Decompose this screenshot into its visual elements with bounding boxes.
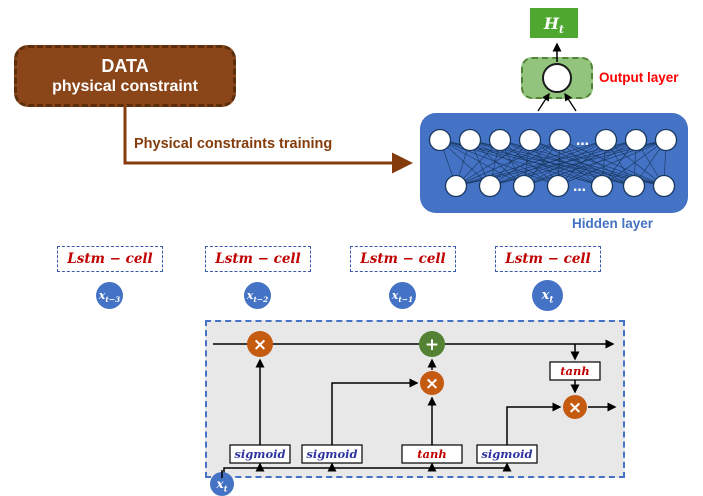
output-layer-box (521, 57, 593, 99)
tanh-top-label: tanh (560, 364, 590, 378)
lstm-cell-label: Lstm − cell (505, 251, 591, 267)
tanh-top-box (549, 361, 601, 381)
data-physical-constraint-box: DATA physical constraint (14, 45, 236, 107)
hidden-layer-ellipsis-top: … (576, 134, 590, 149)
input-node-xt-1: xt−1 (389, 282, 416, 309)
training-arrow-label: Physical constraints training (134, 136, 333, 152)
hidden-layer-network: … … (428, 128, 678, 198)
hidden-layer-ellipsis-bottom: … (573, 180, 587, 195)
multiply-symbol: × (568, 398, 582, 418)
tanh-label-2: tanh (417, 447, 447, 461)
sigmoid-box-1 (229, 444, 291, 464)
lstm-cell-box-2: Lstm − cell (205, 246, 311, 272)
multiply-symbol: × (253, 335, 267, 355)
sigmoid-label-1: sigmoid (234, 447, 285, 461)
multiply-symbol: × (425, 374, 439, 394)
lstm-cell-box-4: Lstm − cell (495, 246, 601, 272)
input-node-xt: xt (532, 280, 563, 311)
lstm-cell-label: Lstm − cell (67, 251, 153, 267)
sigmoid-label-2: sigmoid (306, 447, 357, 461)
h-output-label: Ht (543, 13, 565, 36)
lstm-cell-box-3: Lstm − cell (350, 246, 456, 272)
data-box-line2: physical constraint (52, 78, 198, 95)
lstm-cell-internals-box: × + × × tanh sigmoid sigmoid tanh sigmoi… (205, 320, 625, 478)
cell-input-node-xt: xt (210, 472, 234, 496)
sigmoid-box-3 (476, 444, 538, 464)
output-layer-label: Output layer (599, 70, 679, 85)
input-bus-line (223, 467, 507, 476)
multiply-gate-forget (247, 331, 273, 357)
lstm-cell-label: Lstm − cell (215, 251, 301, 267)
lstm-cell-box-1: Lstm − cell (57, 246, 163, 272)
output-neuron (542, 63, 572, 93)
physical-constraints-arrow (123, 107, 413, 174)
tanh-box-2 (401, 444, 463, 464)
data-box-line1: DATA (101, 56, 149, 76)
hidden-layer-label: Hidden layer (572, 216, 654, 231)
sigmoid-box-2 (301, 444, 363, 464)
hidden-layer-box: … … (420, 113, 688, 213)
sigmoid-label-3: sigmoid (481, 447, 532, 461)
add-gate (419, 331, 445, 357)
input-node-xt-3: xt−3 (96, 282, 123, 309)
lstm-internals-diagram: × + × × tanh sigmoid sigmoid tanh sigmoi… (213, 331, 617, 476)
multiply-gate-input (420, 371, 444, 395)
multiply-gate-output (563, 395, 587, 419)
h-output-box: Ht (530, 8, 578, 38)
lstm-cell-label: Lstm − cell (360, 251, 446, 267)
input-node-xt-2: xt−2 (244, 282, 271, 309)
input-gate-line (331, 378, 419, 445)
output-gate-line (506, 402, 562, 445)
add-symbol: + (425, 335, 439, 355)
